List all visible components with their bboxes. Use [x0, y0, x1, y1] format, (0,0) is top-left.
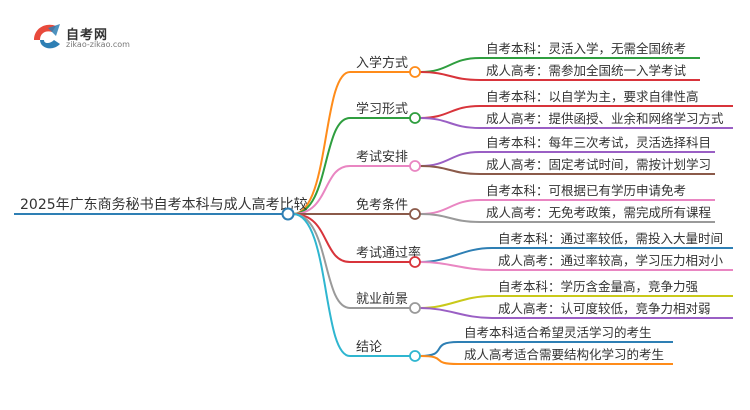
leaf-connector	[419, 165, 481, 175]
branch-node	[409, 350, 421, 362]
root-node	[281, 207, 295, 221]
leaf-connector	[419, 341, 459, 357]
leaf-label: 成人高考：无免考政策，需完成所有课程	[486, 205, 712, 220]
branch-connector	[292, 165, 351, 215]
leaf-connector	[419, 105, 481, 119]
leaf-connector	[419, 213, 481, 223]
logo-title: 自考网	[66, 28, 109, 43]
logo	[30, 18, 140, 54]
branch-connector	[292, 71, 351, 215]
branch-node	[409, 112, 421, 124]
branch-label: 学习形式	[356, 101, 408, 117]
leaf-label: 成人高考：认可度较低，竞争力相对弱	[498, 301, 711, 316]
branch-label: 免考条件	[356, 197, 408, 213]
leaf-label: 成人高考适合需要结构化学习的考生	[464, 347, 664, 362]
leaf-connector	[419, 57, 481, 73]
leaf-label: 成人高考：通过率较高，学习压力相对小	[498, 253, 724, 268]
leaf-label: 自考本科适合希望灵活学习的考生	[464, 325, 652, 340]
branch-label: 考试通过率	[356, 245, 421, 261]
branch-connector	[292, 117, 351, 215]
labels: 2025年广东商务秘书自考本科与成人高考比较 入学方式 自考本科：灵活入学，无需全国…	[20, 41, 724, 362]
edges	[14, 57, 733, 365]
branch-label: 考试安排	[356, 150, 408, 165]
leaf-label: 自考本科：可根据已有学历申请免考	[486, 183, 686, 198]
branch-node	[409, 66, 421, 78]
branch-node	[409, 160, 421, 172]
branch-connector	[292, 213, 351, 263]
leaf-connector	[419, 117, 481, 129]
branch-connector	[292, 213, 351, 357]
logo-subtitle: zikao-zikao.com	[66, 40, 130, 49]
leaf-label: 自考本科：以自学为主，要求自律性高	[486, 89, 699, 104]
leaf-connector	[419, 71, 481, 81]
leaf-connector	[419, 355, 459, 365]
leaf-label: 自考本科：每年三次考试，灵活选择科目	[486, 135, 711, 150]
root-label: 2025年广东商务秘书自考本科与成人高考比较	[20, 196, 308, 213]
leaf-connector	[419, 247, 493, 263]
leaf-connector	[419, 199, 481, 215]
branch-label: 入学方式	[356, 55, 408, 71]
leaf-label: 自考本科：学历含金量高，竞争力强	[498, 279, 699, 294]
logo-icon	[34, 24, 60, 49]
leaf-connector	[419, 151, 481, 167]
leaf-connector	[419, 307, 493, 319]
branch-node	[409, 208, 421, 220]
leaf-label: 成人高考：提供函授、业余和网络学习方式	[486, 111, 724, 126]
leaf-label: 成人高考：需参加全国统一入学考试	[486, 63, 687, 78]
leaf-label: 自考本科：灵活入学，无需全国统考	[486, 41, 686, 56]
leaf-label: 自考本科：通过率较低，需投入大量时间	[498, 231, 723, 246]
branch-node	[409, 256, 421, 268]
branch-node	[409, 302, 421, 314]
leaf-connector	[419, 295, 493, 309]
leaf-connector	[419, 261, 493, 271]
branch-label: 结论	[356, 340, 382, 355]
leaf-label: 成人高考：固定考试时间，需按计划学习	[486, 157, 711, 172]
branch-label: 就业前景	[356, 291, 408, 307]
